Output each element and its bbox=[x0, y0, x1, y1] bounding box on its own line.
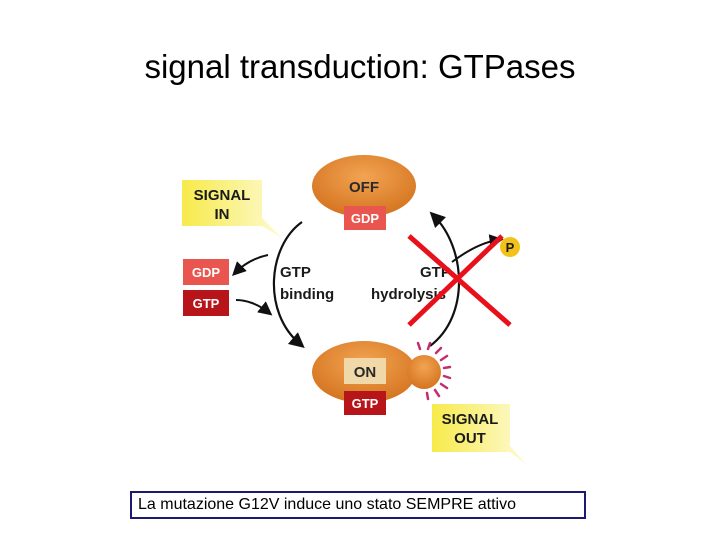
on-gtp-label: GTP bbox=[352, 396, 379, 411]
cross-mark-icon bbox=[407, 234, 512, 327]
phosphate-icon: P bbox=[500, 237, 520, 257]
signal-in-line1: SIGNAL bbox=[194, 187, 251, 204]
gtp-binding-line1: GTP bbox=[280, 264, 311, 281]
on-gtp-box bbox=[344, 391, 386, 415]
side-gtp-bound: GTP bbox=[183, 290, 229, 316]
off-gdp-label: GDP bbox=[351, 211, 380, 226]
gtp-hydrolysis-line2: hydrolysis bbox=[371, 286, 446, 303]
signal-in-callout: SIGNAL IN bbox=[182, 180, 282, 238]
phosphate-label: P bbox=[506, 240, 515, 255]
off-label: OFF bbox=[349, 179, 379, 196]
gtp-binding-line2: binding bbox=[280, 286, 334, 303]
side-gdp-label: GDP bbox=[192, 265, 221, 280]
slide-title: signal transduction: GTPases bbox=[144, 48, 576, 85]
caption-box: La mutazione G12V induce uno stato SEMPR… bbox=[130, 491, 586, 519]
gtp-binding-arrows bbox=[232, 221, 305, 348]
signal-out-callout: SIGNAL OUT bbox=[432, 404, 526, 464]
signal-out-line2: OUT bbox=[454, 430, 486, 447]
side-gdp-released: GDP bbox=[183, 259, 229, 285]
activity-glow-icon bbox=[416, 341, 452, 401]
gtp-hydrolysis-arrows bbox=[429, 211, 504, 347]
gtpase-off-protein: OFF GDP bbox=[312, 155, 416, 230]
gtpase-on-protein: ON GTP bbox=[312, 341, 452, 415]
on-label: ON bbox=[354, 364, 377, 381]
off-gdp-box bbox=[344, 206, 386, 230]
signal-out-line1: SIGNAL bbox=[442, 411, 499, 428]
side-gtp-label: GTP bbox=[193, 296, 220, 311]
signal-in-line2: IN bbox=[215, 206, 230, 223]
